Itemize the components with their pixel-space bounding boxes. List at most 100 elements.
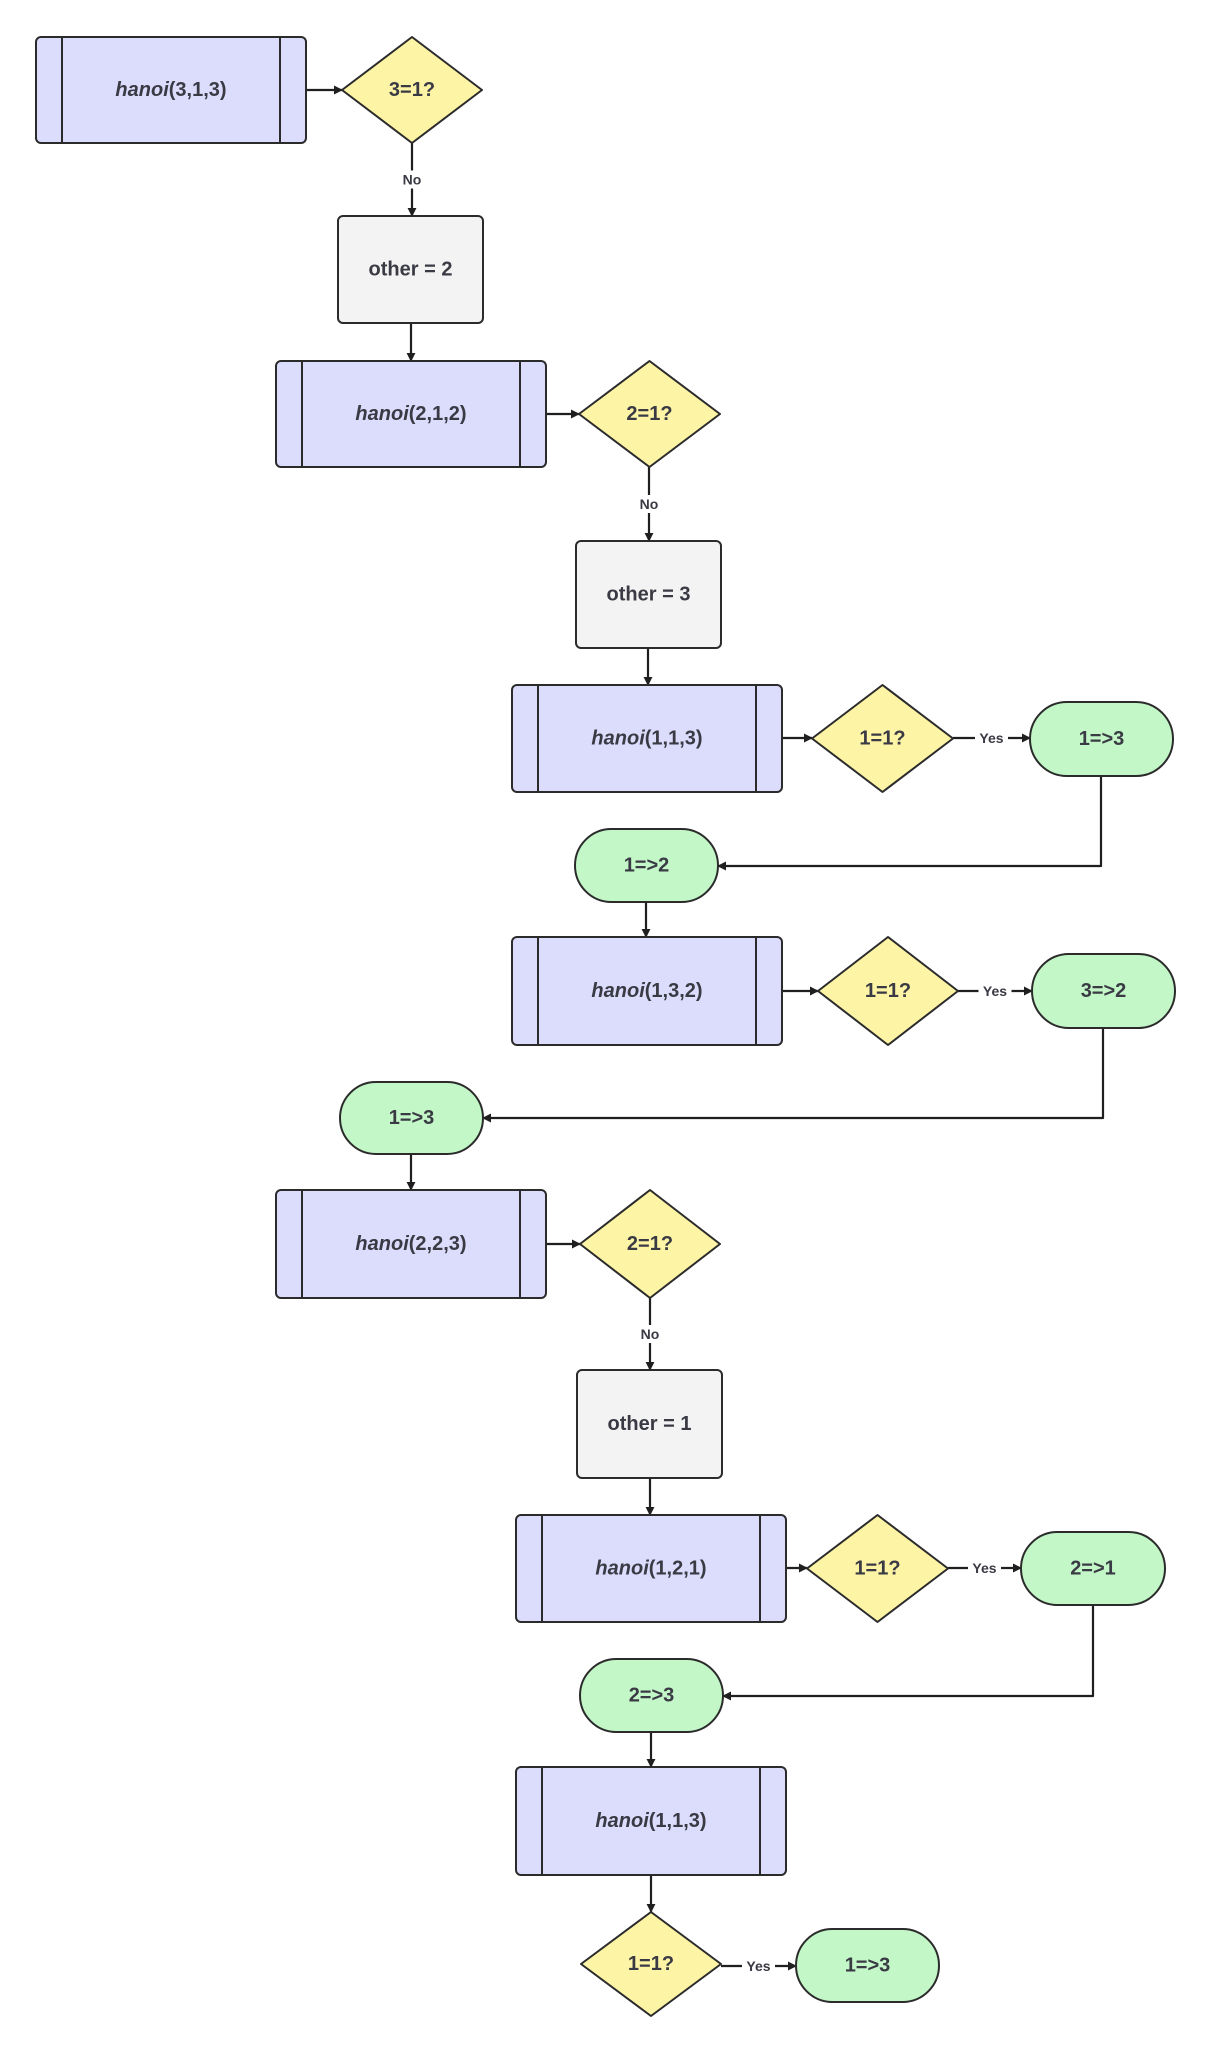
- terminal-node-t1: 1=>3: [1029, 701, 1174, 777]
- decision-diamond: [579, 1189, 721, 1299]
- decision-label: 1=1?: [865, 980, 911, 1002]
- function-name: hanoi: [355, 403, 409, 425]
- edge-label-yes: Yes: [746, 1958, 770, 1974]
- edge-label-bg: [742, 1957, 775, 1975]
- terminal-label: 2=>1: [1070, 1558, 1116, 1580]
- process-label: hanoi(2,2,3): [355, 1233, 466, 1255]
- decision-node-d6: 1=1?: [806, 1514, 949, 1623]
- process-node-h6: hanoi(1,2,1): [515, 1514, 787, 1623]
- edge-label-no: No: [641, 1326, 660, 1342]
- edge-label-bg: [968, 1559, 1001, 1577]
- process-node-h4: hanoi(1,3,2): [511, 936, 783, 1046]
- decision-node-d4: 1=1?: [817, 936, 959, 1046]
- edge-line: [722, 1605, 1095, 1701]
- terminal-pill: [574, 828, 719, 903]
- process-node-h1: hanoi(3,1,3): [35, 36, 307, 144]
- edge-label-yes: Yes: [972, 1560, 996, 1576]
- terminal-pill: [339, 1081, 484, 1155]
- edge-label-yes: Yes: [979, 730, 1003, 746]
- decision-diamond: [578, 360, 721, 468]
- decision-node-d5: 2=1?: [579, 1189, 721, 1299]
- function-args: (1,2,1): [649, 1558, 707, 1580]
- process-node-h3: hanoi(1,1,3): [511, 684, 783, 793]
- edge-d7-t7: Yes: [721, 1957, 797, 1975]
- terminal-pill: [1029, 701, 1174, 777]
- assign-label: other = 2: [369, 259, 453, 281]
- process-node-h7: hanoi(1,1,3): [515, 1766, 787, 1876]
- assign-box: [576, 1369, 723, 1479]
- edge-d4-t3: Yes: [958, 982, 1033, 1000]
- decision-label: 3=1?: [389, 79, 435, 101]
- function-args: (2,2,3): [409, 1233, 467, 1255]
- function-name: hanoi: [595, 1810, 649, 1832]
- terminal-pill: [579, 1658, 724, 1733]
- assign-node-o1: other = 2: [337, 215, 484, 324]
- process-node-h5: hanoi(2,2,3): [275, 1189, 547, 1299]
- assign-label: other = 1: [608, 1413, 692, 1435]
- terminal-label: 2=>3: [629, 1685, 675, 1707]
- assign-node-o3: other = 1: [576, 1369, 723, 1479]
- function-name: hanoi: [115, 79, 169, 101]
- process-label: hanoi(1,1,3): [591, 728, 702, 750]
- edge-d6-t5: Yes: [948, 1559, 1022, 1577]
- function-args: (3,1,3): [169, 79, 227, 101]
- process-label: hanoi(3,1,3): [115, 79, 226, 101]
- edge-label-bg: [638, 1325, 662, 1343]
- terminal-label: 3=>2: [1081, 980, 1127, 1002]
- terminal-node-t7: 1=>3: [795, 1928, 940, 2003]
- assign-node-o2: other = 3: [575, 540, 722, 649]
- process-label: hanoi(2,1,2): [355, 403, 466, 425]
- decision-diamond: [811, 684, 954, 793]
- terminal-label: 1=>3: [389, 1107, 435, 1129]
- terminal-pill: [1031, 953, 1176, 1029]
- edge-d3-t1: Yes: [953, 729, 1031, 747]
- terminal-label: 1=>3: [845, 1955, 891, 1977]
- edge-label-no: No: [640, 496, 659, 512]
- decision-diamond: [580, 1911, 722, 2017]
- process-box: [511, 936, 783, 1046]
- decision-label: 1=1?: [854, 1558, 900, 1580]
- function-args: (2,1,2): [409, 403, 467, 425]
- function-args: (1,1,3): [649, 1810, 707, 1832]
- function-name: hanoi: [595, 1558, 649, 1580]
- edge-t5-t6: [722, 1605, 1095, 1701]
- edge-d5-o3: No: [638, 1298, 662, 1371]
- edge-d1-o1: No: [400, 143, 424, 217]
- assign-box: [337, 215, 484, 324]
- process-box: [515, 1766, 787, 1876]
- terminal-label: 1=>2: [624, 855, 670, 877]
- function-args: (1,3,2): [645, 980, 703, 1002]
- decision-node-d3: 1=1?: [811, 684, 954, 793]
- function-name: hanoi: [355, 1233, 409, 1255]
- decision-node-d2: 2=1?: [578, 360, 721, 468]
- terminal-node-t6: 2=>3: [579, 1658, 724, 1733]
- terminal-label: 1=>3: [1079, 728, 1125, 750]
- terminal-node-t5: 2=>1: [1020, 1531, 1166, 1606]
- process-label: hanoi(1,1,3): [595, 1810, 706, 1832]
- edge-line: [482, 1028, 1105, 1123]
- process-node-h2: hanoi(2,1,2): [275, 360, 547, 468]
- process-label: hanoi(1,3,2): [591, 980, 702, 1002]
- edge-line: [717, 776, 1103, 871]
- decision-label: 2=1?: [627, 1233, 673, 1255]
- decision-diamond: [806, 1514, 949, 1623]
- decision-label: 1=1?: [628, 1953, 674, 1975]
- edge-label-no: No: [403, 172, 422, 188]
- process-box: [35, 36, 307, 144]
- terminal-node-t3: 3=>2: [1031, 953, 1176, 1029]
- assign-box: [575, 540, 722, 649]
- edge-label-bg: [637, 495, 661, 513]
- nodes: hanoi(3,1,3)3=1?other = 2hanoi(2,1,2)2=1…: [35, 36, 1176, 2017]
- edge-label-yes: Yes: [983, 983, 1007, 999]
- terminal-pill: [795, 1928, 940, 2003]
- decision-node-d1: 3=1?: [341, 36, 483, 144]
- process-box: [515, 1514, 787, 1623]
- function-name: hanoi: [591, 728, 645, 750]
- assign-label: other = 3: [607, 584, 691, 606]
- terminal-pill: [1020, 1531, 1166, 1606]
- process-box: [511, 684, 783, 793]
- decision-label: 1=1?: [859, 728, 905, 750]
- edge-label-bg: [975, 729, 1008, 747]
